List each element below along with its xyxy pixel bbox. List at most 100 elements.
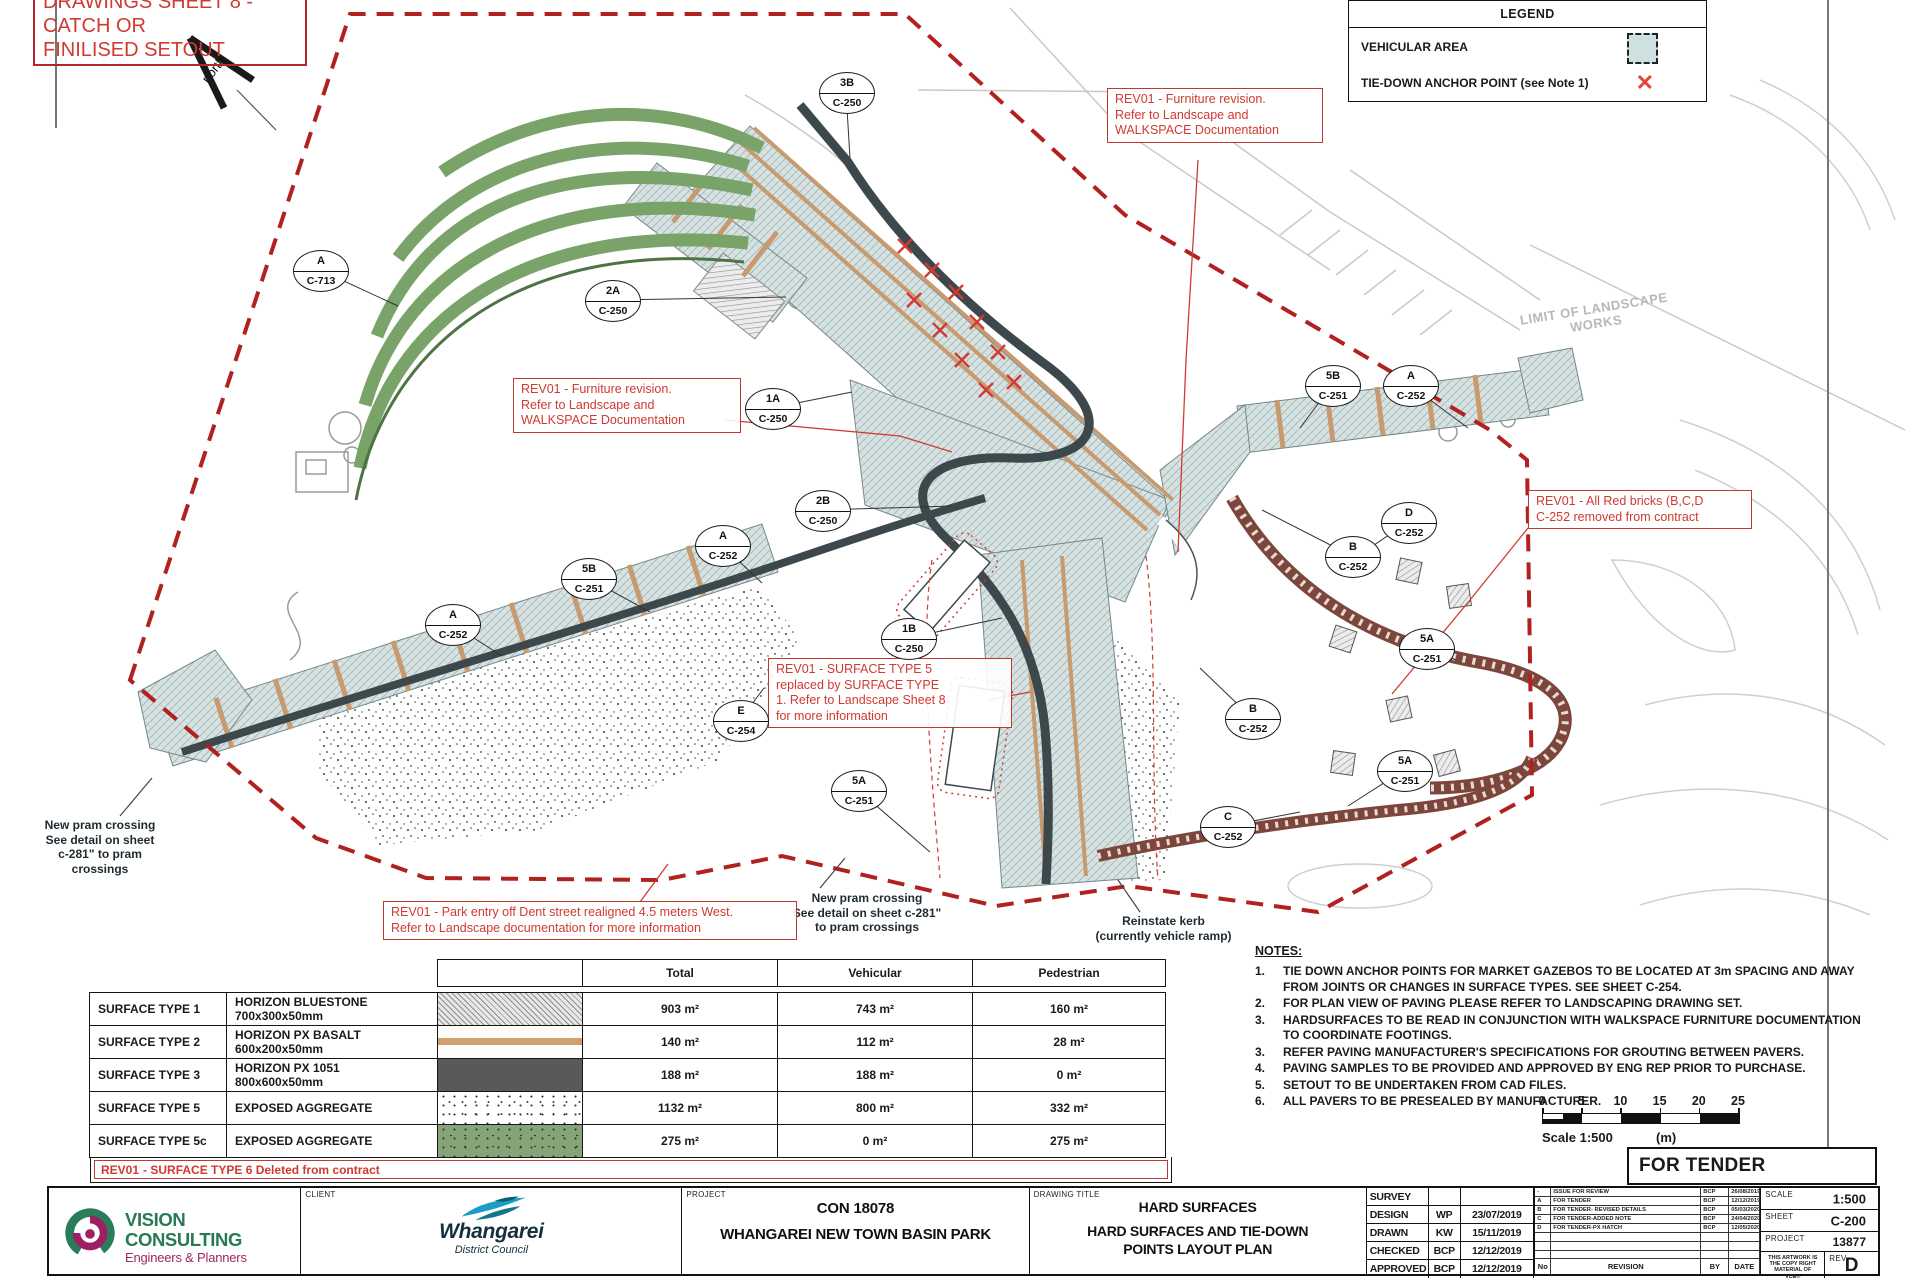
signoff-date: 23/07/2019: [1460, 1206, 1534, 1224]
note-item: 6.ALL PAVERS TO BE PRESEALED BY MANUFACT…: [1255, 1094, 1877, 1110]
callout-sheet-ref: C-252: [1396, 390, 1426, 403]
revision-history-footer-cell: No: [1535, 1259, 1552, 1274]
revision-history-cell: [1729, 1233, 1761, 1242]
project-label: PROJECT: [686, 1190, 726, 1199]
notes-list: 1.TIE DOWN ANCHOR POINTS FOR MARKET GAZE…: [1255, 964, 1877, 1110]
revision-history-cell: [1535, 1250, 1552, 1260]
sheet-border-right: [1827, 0, 1829, 1148]
signoff-by: [1428, 1188, 1461, 1206]
revision-history-empty-row: [1535, 1233, 1761, 1242]
note-text: HARDSURFACES TO BE READ IN CONJUNCTION W…: [1283, 1012, 1861, 1043]
callout-sheet-ref: C-250: [598, 305, 628, 318]
legend-row-vehicular: VEHICULAR AREA: [1349, 28, 1706, 65]
revision-history-cell: [1551, 1250, 1702, 1260]
project-code: CON 18078: [816, 1200, 895, 1217]
legend-label-vehicular: VEHICULAR AREA: [1361, 39, 1468, 54]
detail-callout: 1A C-250: [745, 388, 801, 430]
surface-area-value: 1132 m²: [582, 1091, 778, 1125]
note-text: REFER PAVING MANUFACTURER'S SPECIFICATIO…: [1283, 1044, 1805, 1059]
setout-stamp: DRAWINGS SHEET 8 - CATCH OR FINILISED SE…: [33, 0, 307, 66]
scale-tick-mark: [1542, 1108, 1544, 1113]
legend-label-tiedown: TIE-DOWN ANCHOR POINT (see Note 1): [1361, 76, 1589, 90]
callout-letter: 1A: [746, 389, 800, 410]
revision-history-empty-row: [1535, 1241, 1761, 1251]
callout-sheet-ref: C-250: [832, 97, 862, 110]
callout-sheet-ref: C-251: [1390, 775, 1420, 788]
revision-history-footer-cell: DATE: [1729, 1259, 1761, 1274]
callout-sheet-ref: C-252: [1394, 527, 1424, 540]
revision-history-cell: FOR TENDER- REVISED DETAILS: [1551, 1206, 1702, 1215]
callout-sheet-ref: C-252: [1213, 831, 1243, 844]
white-path-edge: [1165, 519, 1198, 601]
scale-tick-mark: [1620, 1108, 1622, 1113]
revision-note-box: REV01 - Furniture revision. Refer to Lan…: [513, 378, 741, 433]
client-label: CLIENT: [305, 1190, 336, 1199]
callout-letter: 2A: [586, 281, 640, 302]
callout-letter: D: [1382, 503, 1436, 524]
signoff-by: WP: [1428, 1206, 1461, 1224]
limit-of-works-boundary: [127, 12, 1535, 915]
scale-tick-mark: [1698, 1108, 1701, 1113]
detail-callout: D C-252: [1381, 502, 1437, 544]
surface-type-cell: SURFACE TYPE 5c: [89, 1124, 227, 1158]
revision-note-box: REV01 - SURFACE TYPE 5 replaced by SURFA…: [768, 658, 1012, 728]
signoff-date: 12/12/2019: [1461, 1260, 1534, 1278]
surface-table-rev-row: REV01 - SURFACE TYPE 6 Deleted from cont…: [90, 1157, 1172, 1183]
revision-history-cell: -: [1535, 1188, 1552, 1197]
note-number: 5.: [1255, 1077, 1266, 1092]
sheet-info-cell: SCALE 1:500 SHEET C-200 PROJECT 13877 TH…: [1761, 1188, 1878, 1280]
client-name: Whangarei: [439, 1220, 544, 1243]
surface-type6-deleted-note: REV01 - SURFACE TYPE 6 Deleted from cont…: [94, 1160, 1168, 1179]
scale-tick-label: 10: [1613, 1094, 1628, 1108]
surface-swatch-cell: [437, 1124, 583, 1158]
revision-history-footer-cell: REVISION: [1551, 1259, 1702, 1274]
revision-history-cell: FOR TENDER: [1551, 1197, 1702, 1206]
rev-cell: REV D: [1825, 1252, 1878, 1278]
revision-history-cell: FOR TENDER-ADDED NOTE: [1551, 1215, 1702, 1224]
surface-type-cell: SURFACE TYPE 1: [89, 992, 227, 1026]
signoff-by: BCP: [1428, 1242, 1461, 1260]
scale-tick-mark: [1659, 1108, 1662, 1113]
notes-title: NOTES:: [1255, 944, 1303, 958]
company-cell: VISION CONSULTING Engineers & Planners: [49, 1188, 302, 1274]
surface-area-value: 743 m²: [777, 992, 973, 1026]
drawing-title-label: DRAWING TITLE: [1033, 1190, 1100, 1199]
surface-area-value: 188 m²: [582, 1058, 778, 1092]
callout-sheet-ref: C-250: [758, 413, 788, 426]
revision-history-cell: BCP: [1701, 1206, 1730, 1215]
surface-swatch: [438, 1125, 582, 1157]
note-text: SETOUT TO BE UNDERTAKEN FROM CAD FILES.: [1283, 1077, 1567, 1092]
note-text: FOR PLAN VIEW OF PAVING PLEASE REFER TO …: [1283, 996, 1743, 1010]
project-number-label: PROJECT: [1765, 1234, 1805, 1243]
surface-type-cell: SURFACE TYPE 2: [89, 1025, 227, 1059]
project-name: WHANGAREI NEW TOWN BASIN PARK: [720, 1226, 991, 1243]
revision-history-cell: B: [1535, 1206, 1552, 1215]
surface-swatch-cell: [437, 1025, 583, 1059]
revision-history-cell: BCP: [1701, 1215, 1730, 1224]
callout-sheet-ref: C-251: [574, 583, 604, 596]
revision-history-cell: [1729, 1250, 1761, 1260]
revision-history-cell: D: [1535, 1224, 1552, 1233]
detail-callout: 2A C-250: [585, 280, 641, 322]
note-text: PAVING SAMPLES TO BE PROVIDED AND APPROV…: [1283, 1061, 1806, 1075]
tie-down-anchor-marks: [897, 238, 1022, 398]
scale-tick-mark: [1738, 1108, 1740, 1113]
plan-annotation-text: Reinstate kerb (currently vehicle ramp): [1095, 914, 1232, 943]
revision-history-cell: C: [1535, 1215, 1552, 1224]
scale-bar-segment: [1543, 1114, 1583, 1123]
scale-tick-label: 0: [1538, 1094, 1546, 1108]
signoff-role: SURVEY: [1366, 1188, 1429, 1206]
note-number: 3.: [1255, 1044, 1266, 1059]
surface-table-header-cell: [89, 959, 227, 993]
